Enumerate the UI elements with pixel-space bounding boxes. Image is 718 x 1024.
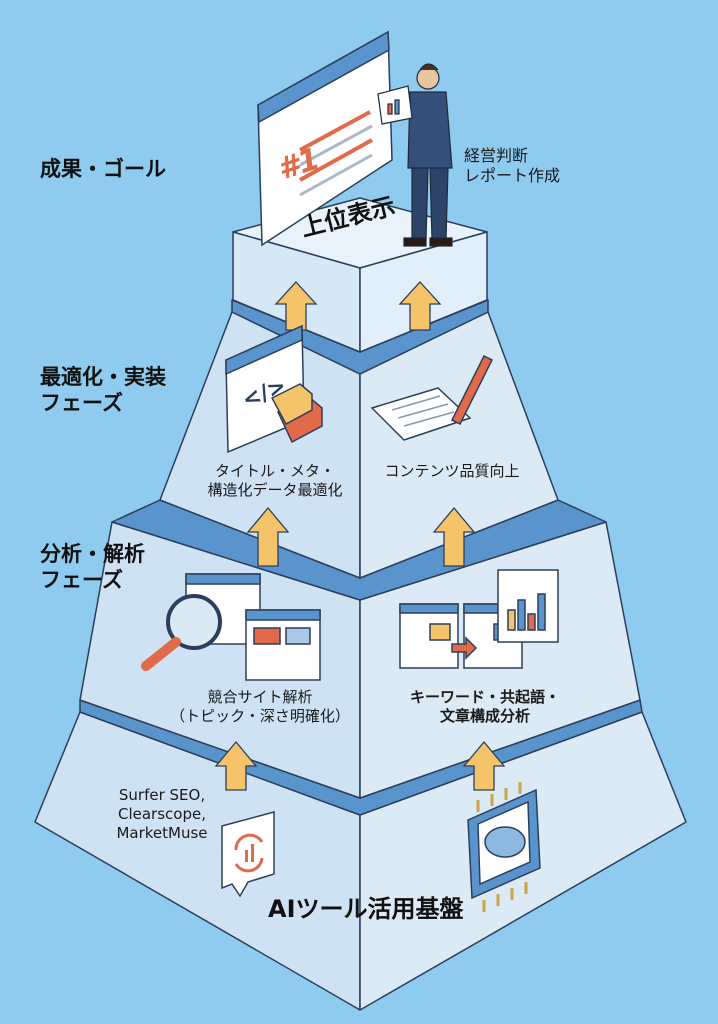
arrow-up-icon (398, 281, 442, 331)
ai-tools-list: Surfer SEO, Clearscope, MarketMuse (104, 786, 220, 842)
base-title: AIツール活用基盤 (268, 895, 464, 923)
phase-label-analysis: 分析・解析 フェーズ (40, 541, 145, 594)
ai-tool-clearscope: Clearscope, (118, 804, 206, 823)
arrow-up-icon (246, 506, 290, 567)
phase-label-optimize: 最適化・実装 フェーズ (40, 364, 166, 417)
analysis-right-text: キーワード・共起語・ 文章構成分析 (395, 688, 575, 726)
ai-tool-surfer: Surfer SEO, (118, 786, 206, 804)
analysis-right-line2: 文章構成分析 (439, 706, 530, 725)
management-note-line2: レポート作成 (464, 166, 561, 185)
optimize-right-text: コンテンツ品質向上 (384, 462, 520, 480)
bar-chart-icon (497, 569, 559, 643)
keyword-analysis-icon (399, 569, 559, 669)
businessman-icon (377, 63, 453, 247)
brain-icon (484, 826, 526, 858)
magnifier-icon (166, 594, 222, 650)
analysis-left-text: 競合サイト解析 （トピック・深さ明確化） (160, 688, 360, 726)
ai-chip-brain-icon (467, 782, 541, 912)
ai-tool-marketmuse: MarketMuse (116, 823, 208, 842)
code-window-icon (225, 324, 323, 454)
competitor-analysis-icon (141, 573, 321, 681)
arrow-up-icon (214, 740, 258, 791)
tag-icon (270, 383, 313, 426)
document-pen-icon (370, 354, 494, 441)
arrow-up-icon (462, 740, 506, 791)
optimize-left-line1: タイトル・メタ・ (214, 462, 335, 480)
ai-tool-chat-icon (221, 811, 275, 898)
analysis-left-line1: 競合サイト解析 (207, 688, 313, 706)
management-note: 経営判断 レポート作成 (464, 146, 560, 186)
management-note-line1: 経営判断 (464, 146, 529, 165)
analysis-left-line2: （トピック・深さ明確化） (170, 706, 350, 725)
arrow-up-icon (432, 506, 476, 567)
ranking-browser-icon (257, 30, 393, 247)
phase-label-optimize-line1: 最適化・実装 (40, 365, 166, 389)
optimize-left-text: タイトル・メタ・ 構造化データ最適化 (180, 462, 370, 500)
optimize-left-line2: 構造化データ最適化 (207, 480, 343, 499)
phase-label-optimize-line2: フェーズ (40, 391, 123, 416)
phase-label-analysis-line1: 分析・解析 (40, 542, 145, 566)
analysis-right-line1: キーワード・共起語・ (409, 688, 560, 706)
phase-label-analysis-line2: フェーズ (40, 568, 123, 593)
phase-label-goal: 成果・ゴール (40, 157, 166, 181)
